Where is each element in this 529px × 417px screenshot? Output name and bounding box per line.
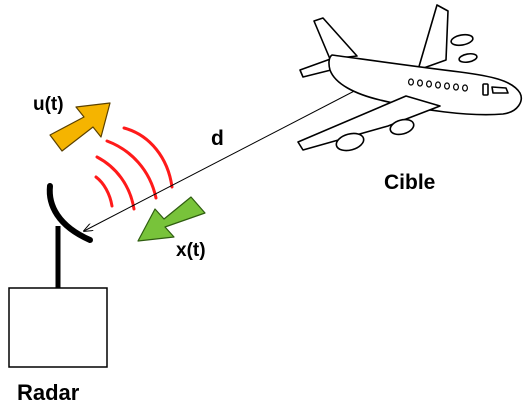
wave-1 — [94, 175, 114, 208]
airplane-icon — [297, 4, 522, 152]
radar-box — [8, 287, 108, 368]
distance-label: d — [211, 127, 224, 150]
radar-dish-icon — [46, 183, 93, 243]
emitted-signal-label: u(t) — [33, 94, 64, 115]
received-signal-label: x(t) — [176, 240, 206, 261]
target-label: Cible — [384, 171, 435, 194]
emission-waves — [94, 126, 174, 211]
distance-arrow — [84, 86, 364, 231]
received-signal-arrow — [137, 196, 206, 242]
radar-label: Radar — [17, 380, 80, 405]
